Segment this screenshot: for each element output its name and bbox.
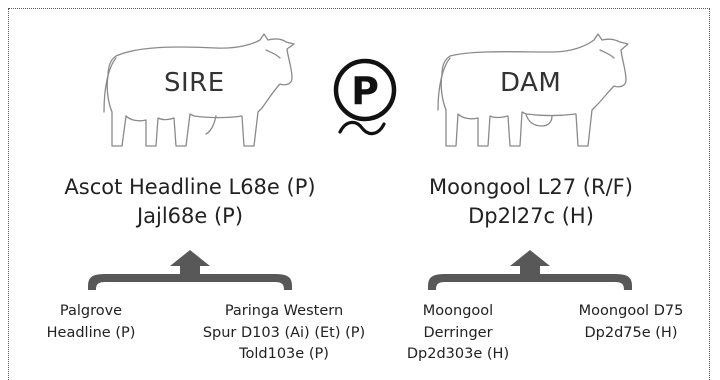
sire-sire-line2: Headline (P) bbox=[46, 324, 136, 341]
dam-sire-name: Moongool Derringer Dp2d303e (H) bbox=[392, 301, 524, 366]
dam-parentage-bracket bbox=[428, 250, 632, 290]
dam-sire-line2: Derringer bbox=[423, 324, 493, 341]
sire-sire-line1: Palgrove bbox=[59, 303, 123, 319]
sire-ident: Jajl68e (P) bbox=[136, 204, 244, 228]
dam-label: DAM bbox=[500, 68, 562, 98]
sire-name: Ascot Headline L68e (P) bbox=[64, 175, 316, 199]
sire-dam-line1: Paringa Western bbox=[224, 303, 344, 319]
dam-sire-line3: Dp2d303e (H) bbox=[406, 346, 510, 362]
sire-dam-line3: Told103e (P) bbox=[239, 346, 329, 362]
dam-dam-line1: Moongool D75 bbox=[578, 303, 684, 319]
dam-sire-line1: Moongool bbox=[422, 303, 494, 319]
sire-sire-name: Palgrove Headline (P) bbox=[26, 301, 156, 344]
sire-cow-icon bbox=[103, 33, 295, 147]
sire-dam-name: Paringa Western Spur D103 (Ai) (Et) (P) … bbox=[184, 301, 384, 366]
sire-dam-line2: Spur D103 (Ai) (Et) (P) bbox=[202, 324, 366, 341]
sire-label: SIRE bbox=[164, 68, 225, 98]
dam-dam-name: Moongool D75 Dp2d75e (H) bbox=[560, 301, 702, 344]
dam-ident: Dp2l27c (H) bbox=[468, 204, 594, 228]
sire-parentage-bracket bbox=[88, 250, 292, 290]
dam-name: Moongool L27 (R/F) bbox=[429, 175, 633, 199]
diagram-frame bbox=[8, 8, 710, 380]
dam-cow-icon bbox=[437, 33, 629, 147]
polled-p-icon: P bbox=[333, 58, 397, 136]
polled-letter: P bbox=[351, 69, 379, 113]
dam-dam-line2: Dp2d75e (H) bbox=[584, 324, 678, 341]
